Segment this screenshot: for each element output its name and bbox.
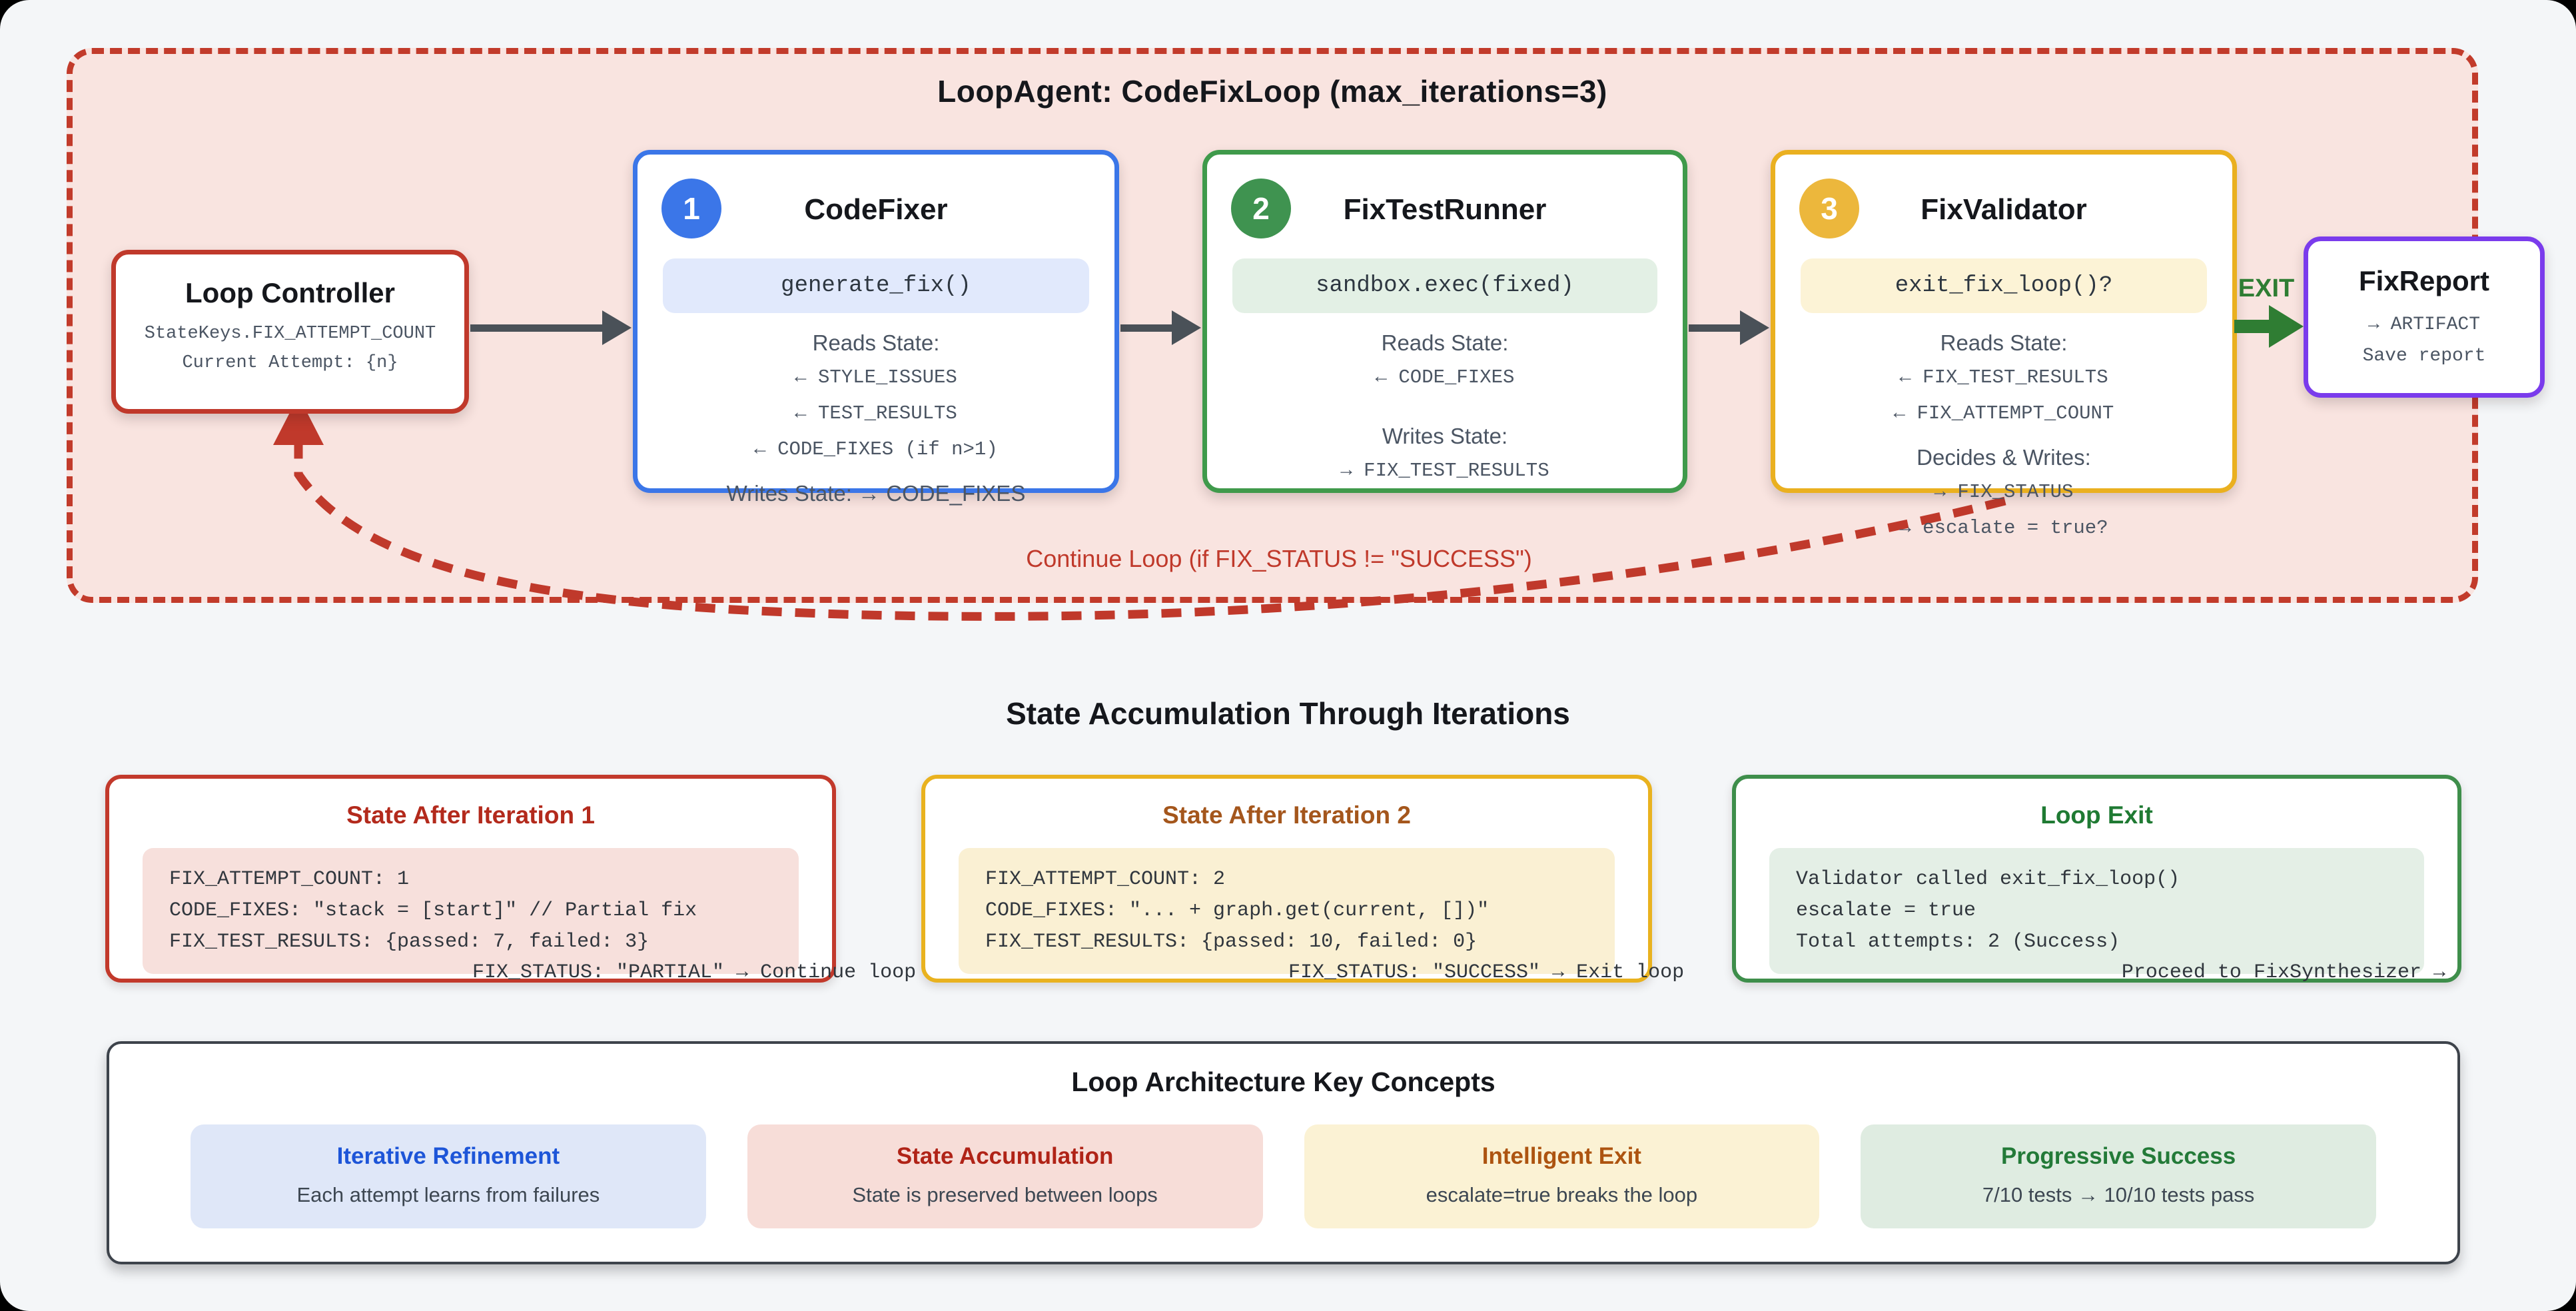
- code-line: FIX_TEST_RESULTS: {passed: 10, failed: 0…: [985, 931, 1478, 953]
- state-card-title: State After Iteration 1: [346, 801, 595, 829]
- agent-node-fixvalidator: 3 FixValidator exit_fix_loop()? Reads St…: [1771, 150, 2237, 539]
- method-pill: exit_fix_loop()?: [1801, 258, 2207, 313]
- agent-node-codefixer: 1 CodeFixer generate_fix() Reads State: …: [633, 150, 1119, 506]
- concept-pill-iterative-refinement: Iterative Refinement Each attempt learns…: [191, 1124, 706, 1228]
- artifact-line: → ARTIFACT: [2367, 314, 2481, 335]
- step-badge: 3: [1799, 179, 1859, 238]
- read-item: ← TEST_RESULTS: [795, 402, 957, 424]
- read-item: ← CODE_FIXES (if n>1): [754, 438, 998, 460]
- proceed-line: Proceed to FixSynthesizer →: [2121, 961, 2445, 984]
- pill-title: Intelligent Exit: [1482, 1143, 1641, 1169]
- code-line: FIX_ATTEMPT_COUNT: 1: [169, 868, 410, 891]
- loop-controller-node: Loop Controller StateKeys.FIX_ATTEMPT_CO…: [111, 250, 469, 414]
- pill-title: State Accumulation: [896, 1143, 1114, 1169]
- reads-label: Reads State:: [812, 330, 940, 355]
- state-card-title: State After Iteration 2: [1162, 801, 1411, 829]
- node-title: Loop Controller: [185, 277, 395, 308]
- concept-pill-intelligent-exit: Intelligent Exit escalate=true breaks th…: [1304, 1124, 1820, 1228]
- current-attempt-line: Current Attempt: {n}: [182, 353, 398, 373]
- code-line: FIX_ATTEMPT_COUNT: 2: [985, 868, 1226, 891]
- pill-subtitle: State is preserved between loops: [852, 1183, 1158, 1206]
- concept-pill-row: Iterative Refinement Each attempt learns…: [109, 1124, 2457, 1228]
- read-item: ← CODE_FIXES: [1375, 366, 1515, 388]
- loop-title: LoopAgent: CodeFixLoop (max_iterations=3…: [937, 74, 1607, 109]
- concepts-panel: Loop Architecture Key Concepts Iterative…: [107, 1041, 2460, 1264]
- agent-node-fixtestrunner: 2 FixTestRunner sandbox.exec(fixed) Read…: [1202, 150, 1687, 493]
- state-key-line: StateKeys.FIX_ATTEMPT_COUNT: [144, 324, 436, 344]
- save-report-line: Save report: [2362, 346, 2486, 366]
- concept-pill-state-accumulation: State Accumulation State is preserved be…: [747, 1124, 1263, 1228]
- read-item: ← STYLE_ISSUES: [795, 366, 957, 388]
- fix-status-line: FIX_STATUS: "SUCCESS" → Exit loop: [1288, 961, 1685, 984]
- state-code-block: FIX_ATTEMPT_COUNT: 1 CODE_FIXES: "stack …: [143, 848, 799, 974]
- node-title: CodeFixer: [804, 193, 948, 226]
- exit-label: EXIT: [2238, 274, 2295, 302]
- fixreport-node: FixReport → ARTIFACT Save report: [2304, 236, 2545, 398]
- fix-status-line: FIX_STATUS: "PARTIAL" → Continue loop: [472, 961, 917, 984]
- exit-arrow-icon: [2234, 305, 2304, 348]
- pill-subtitle: escalate=true breaks the loop: [1426, 1183, 1698, 1206]
- code-line: CODE_FIXES: "... + graph.get(current, []…: [985, 899, 1490, 922]
- state-code-block: FIX_ATTEMPT_COUNT: 2 CODE_FIXES: "... + …: [959, 848, 1615, 974]
- pill-title: Iterative Refinement: [336, 1143, 560, 1169]
- states-heading: State Accumulation Through Iterations: [1006, 696, 1570, 731]
- read-item: ← FIX_TEST_RESULTS: [1899, 366, 2108, 388]
- pill-title: Progressive Success: [2001, 1143, 2236, 1169]
- method-pill: generate_fix(): [663, 258, 1089, 313]
- code-line: FIX_TEST_RESULTS: {passed: 7, failed: 3}: [169, 931, 649, 953]
- flow-arrow-icon: [1689, 310, 1769, 345]
- writes-label: Writes State: → CODE_FIXES: [726, 481, 1026, 506]
- node-title: FixTestRunner: [1343, 193, 1547, 226]
- pill-subtitle: 7/10 tests → 10/10 tests pass: [1982, 1183, 2255, 1206]
- pill-subtitle: Each attempt learns from failures: [296, 1183, 600, 1206]
- state-card-title: Loop Exit: [2040, 801, 2153, 829]
- write-item: → escalate = true?: [1899, 517, 2108, 539]
- concepts-title: Loop Architecture Key Concepts: [1071, 1067, 1496, 1097]
- writes-label: Writes State:: [1382, 424, 1508, 448]
- concept-pill-progressive-success: Progressive Success 7/10 tests → 10/10 t…: [1861, 1124, 2376, 1228]
- step-badge: 2: [1231, 179, 1291, 238]
- state-code-block: Validator called exit_fix_loop() escalat…: [1769, 848, 2424, 974]
- step-badge: 1: [661, 179, 721, 238]
- flow-arrow-icon: [470, 310, 632, 345]
- method-pill: sandbox.exec(fixed): [1232, 258, 1657, 313]
- state-card-iteration-2: State After Iteration 2 FIX_ATTEMPT_COUN…: [921, 775, 1684, 984]
- code-line: escalate = true: [1796, 899, 1976, 922]
- reads-label: Reads State:: [1381, 330, 1509, 355]
- write-item: → FIX_STATUS: [1934, 481, 2074, 503]
- continue-loop-label: Continue Loop (if FIX_STATUS != "SUCCESS…: [1026, 545, 1532, 572]
- writes-label: Decides & Writes:: [1917, 445, 2091, 470]
- code-line: CODE_FIXES: "stack = [start]" // Partial…: [169, 899, 697, 922]
- node-title: FixReport: [2358, 265, 2489, 296]
- state-card-iteration-1: State After Iteration 1 FIX_ATTEMPT_COUN…: [105, 775, 916, 984]
- flow-arrow-icon: [1120, 310, 1201, 345]
- reads-label: Reads State:: [1940, 330, 2068, 355]
- code-line: Validator called exit_fix_loop(): [1796, 868, 2180, 891]
- read-item: ← FIX_ATTEMPT_COUNT: [1893, 402, 2114, 424]
- code-line: Total attempts: 2 (Success): [1796, 931, 2120, 953]
- state-card-loop-exit: Loop Exit Validator called exit_fix_loop…: [1732, 775, 2461, 984]
- write-item: → FIX_TEST_RESULTS: [1340, 460, 1549, 482]
- node-title: FixValidator: [1921, 193, 2087, 226]
